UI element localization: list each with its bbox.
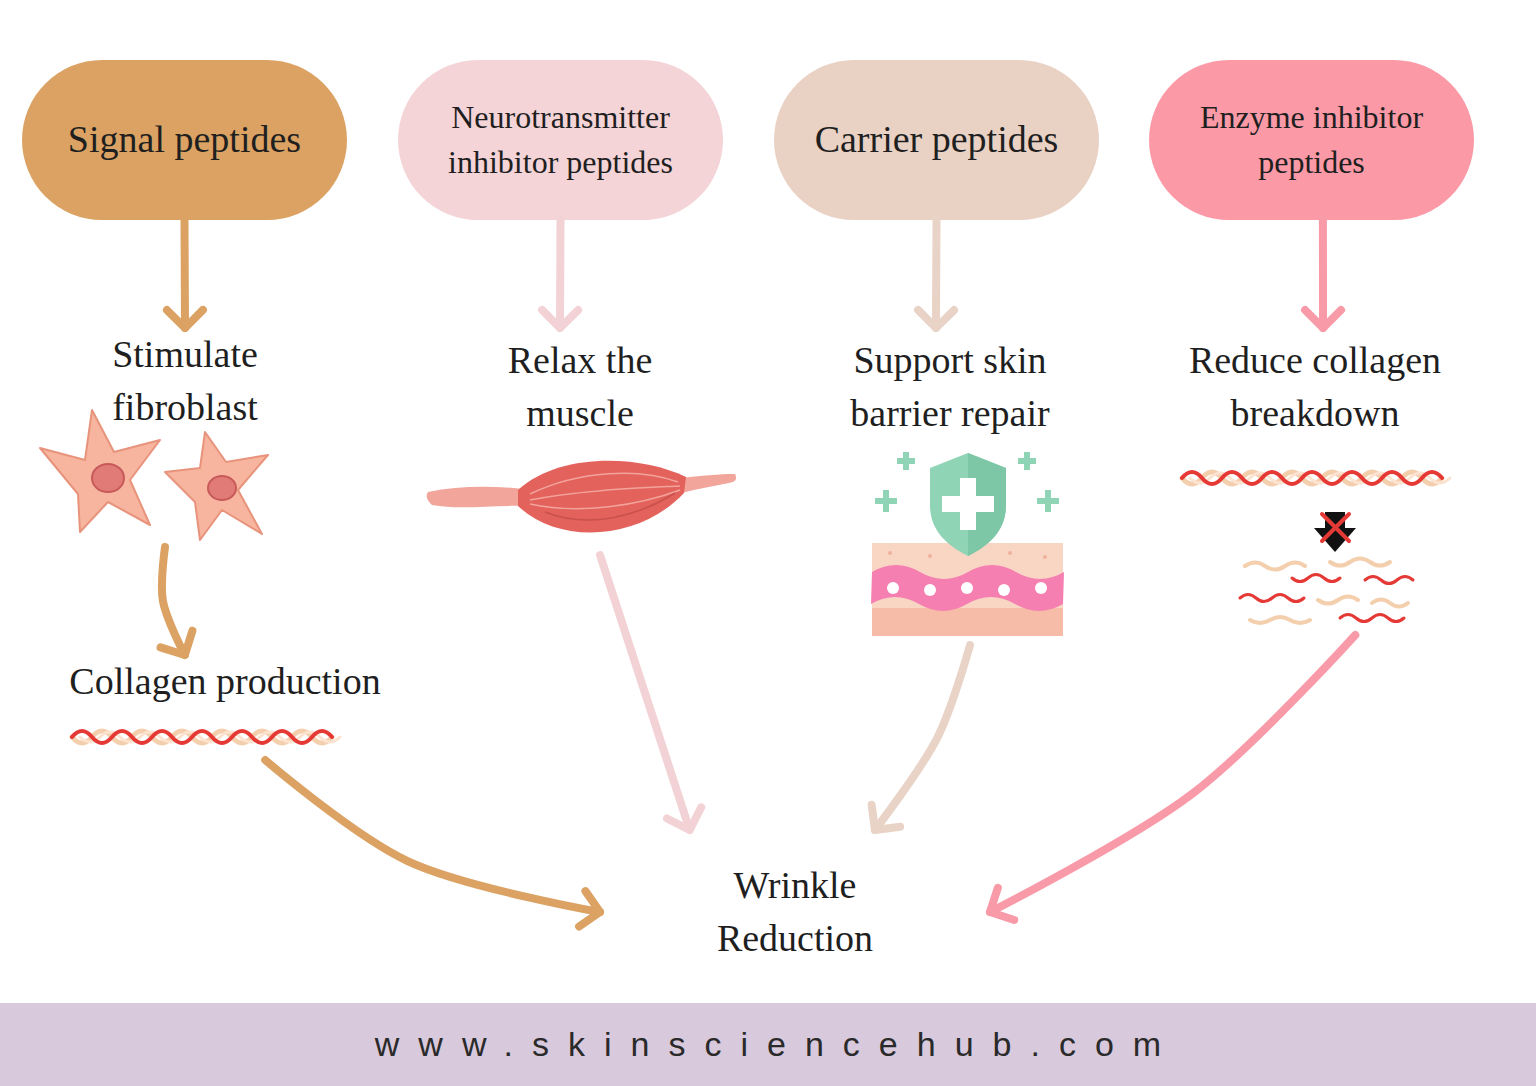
node-text: Enzyme inhibitor peptides [1167,95,1457,185]
effect-node: Collagen production [30,655,420,760]
node-text: Support skin barrier repair [820,334,1080,440]
outcome-node: Wrinkle Reduction [600,830,990,970]
effect-node: Stimulate fibroblast [60,328,310,547]
skin-layer [872,543,1063,636]
cross-symbol [942,496,994,512]
connector-arrow [600,555,690,830]
collagen-fragment [1330,559,1390,566]
node-text: Carrier peptides [787,113,1087,166]
effect-node: Relax the muscle [420,328,740,555]
connector-arrow [265,760,600,912]
footer-band [0,1003,1536,1086]
skin-layer [871,565,1064,611]
node-text: Signal peptides [35,113,335,166]
website-url: www.skinsciencehub.com [356,1025,1180,1064]
down-arrow-symbol [1314,512,1356,552]
connector-arrow [181,220,190,328]
skin-cell [998,584,1010,596]
collagen-strand [72,731,340,743]
cell-nucleus [92,464,124,492]
footer: www.skinsciencehub.com [0,1003,1536,1086]
plus-symbol [897,458,915,464]
skin-cell [924,584,936,596]
skin-cell [961,582,973,594]
collagen-fragment [1340,615,1404,622]
skin-cell [1035,582,1047,594]
collagen-fragment [1372,600,1408,607]
node-text: Stimulate fibroblast [60,328,310,434]
cell-nucleus [208,476,236,500]
collagen-fragment [1292,575,1340,582]
collagen-fragment [1318,597,1358,604]
collagen-fragment [1365,577,1413,584]
muscle-tendon [427,487,525,508]
fibroblast-cell [40,410,160,532]
muscle-illustration [427,461,736,533]
fibroblast-cell [165,432,268,540]
skin-dot [928,554,932,558]
collagen-fragment [1245,563,1305,570]
effect-node: Reduce collagen breakdown [1160,328,1470,635]
skin-cell [887,582,899,594]
plus-symbols [875,452,1059,512]
connector-arrow [162,547,185,655]
node-text: Collagen production [30,655,420,708]
plus-symbol [875,498,897,504]
skin-dot [1008,551,1012,555]
collagen-fragment [1240,595,1304,602]
node-text: Wrinkle Reduction [695,859,895,965]
muscle-tendon [680,474,736,493]
peptide-pill: Signal peptides [22,60,347,220]
shield-symbol [930,453,1006,556]
collagen-fragment [1250,617,1310,623]
skin-layer [872,608,1063,636]
peptide-pill: Neurotransmitter inhibitor peptides [398,60,723,220]
node-text: Neurotransmitter inhibitor peptides [416,95,706,185]
skin-barrier-icon [871,452,1064,636]
collagen-fiber [1182,472,1442,484]
plus-symbol [1018,458,1036,464]
muscle-fiber [545,493,675,520]
skin-dot [1043,555,1047,559]
peptide-pill: Enzyme inhibitor peptides [1149,60,1474,220]
fibroblast-cells [40,410,268,540]
connector-arrow [875,645,970,830]
connector-arrow [990,635,1355,912]
collagen-breakdown-icon [1182,472,1450,623]
node-text: Relax the muscle [480,334,680,440]
muscle-belly [518,461,686,533]
connector-arrow [1319,220,1327,328]
node-text: Reduce collagen breakdown [1160,334,1470,440]
plus-symbol [1037,498,1059,504]
effect-node: Support skin barrier repair [820,328,1080,645]
connector-arrow [556,220,565,328]
muscle-fiber [530,490,680,509]
skin-dot [888,551,892,555]
peptide-pill: Carrier peptides [774,60,1099,220]
cross-mark [1322,514,1349,541]
collagen-fiber [72,731,332,743]
connector-arrow [932,220,941,328]
